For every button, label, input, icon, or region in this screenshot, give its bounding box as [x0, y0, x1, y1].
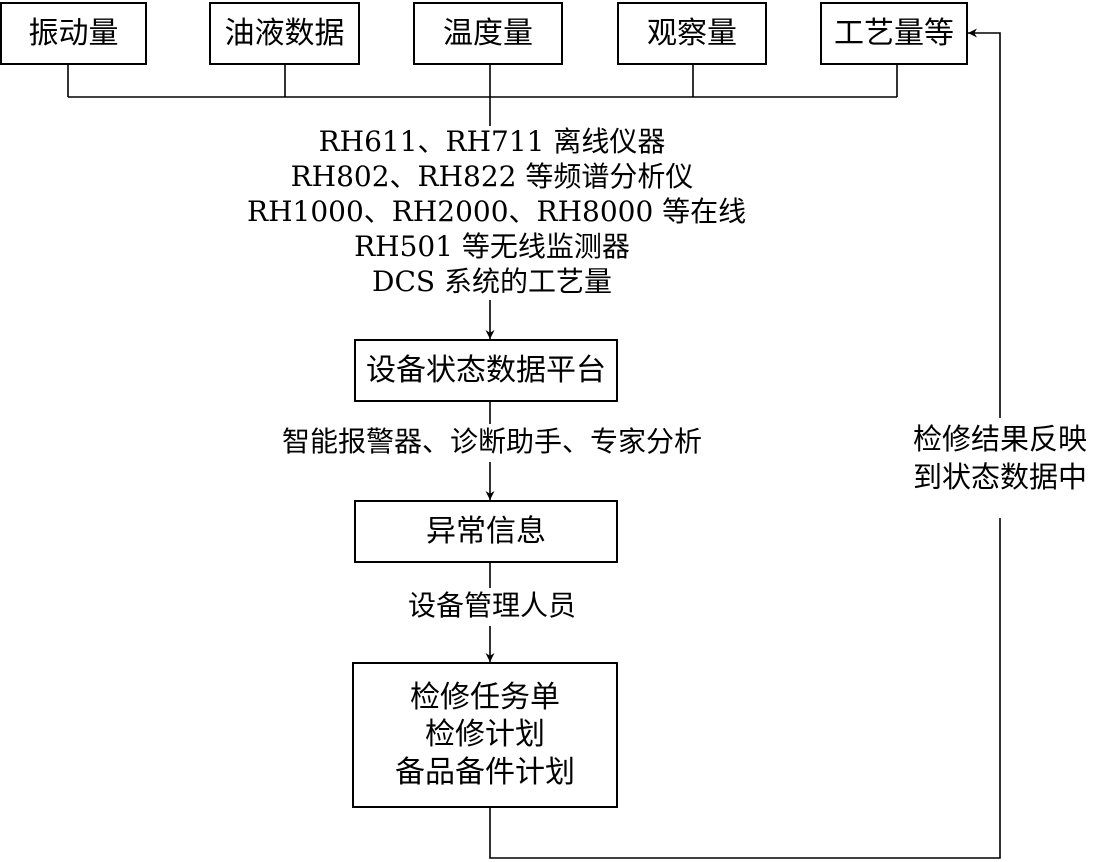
outputs-box: 检修任务单 检修计划 备品备件计划 — [352, 662, 618, 808]
collection-line: RH611、RH711 离线仪器 — [318, 125, 666, 158]
analysis-label: 智能报警器、诊断助手、专家分析 — [281, 425, 702, 458]
output-item: 检修计划 — [425, 717, 545, 753]
source-box-observation: 观察量 — [617, 2, 767, 65]
source-label: 温度量 — [443, 15, 533, 51]
anomaly-box: 异常信息 — [354, 500, 618, 563]
feedback-line: 到状态数据中 — [912, 460, 1087, 494]
output-item: 备品备件计划 — [395, 754, 575, 790]
feedback-label: 检修结果反映 到状态数据中 — [895, 420, 1094, 496]
feedback-line: 检修结果反映 — [912, 422, 1087, 456]
source-label: 振动量 — [28, 15, 119, 51]
anomaly-label: 异常信息 — [426, 513, 546, 549]
collection-line: RH501 等无线监测器 — [354, 230, 630, 263]
source-box-temperature: 温度量 — [413, 2, 563, 65]
feedback-loop — [489, 518, 1001, 859]
collection-line: RH1000、RH2000、RH8000 等在线 — [247, 195, 747, 228]
manager-label: 设备管理人员 — [407, 589, 576, 622]
source-box-vibration: 振动量 — [0, 2, 147, 65]
platform-label: 设备状态数据平台 — [366, 352, 606, 388]
source-label: 工艺量等 — [834, 15, 954, 51]
collection-line: DCS 系统的工艺量 — [372, 265, 612, 298]
platform-box: 设备状态数据平台 — [354, 339, 618, 402]
collection-text: RH611、RH711 离线仪器 RH802、RH822 等频谱分析仪 RH10… — [247, 124, 747, 299]
feedback-loop-upper — [968, 28, 1001, 418]
source-box-oil: 油液数据 — [209, 2, 360, 65]
source-label: 油液数据 — [224, 15, 345, 51]
source-box-process: 工艺量等 — [820, 2, 968, 65]
output-item: 检修任务单 — [410, 679, 560, 715]
source-label: 观察量 — [647, 15, 737, 51]
collection-line: RH802、RH822 等频谱分析仪 — [290, 160, 694, 193]
